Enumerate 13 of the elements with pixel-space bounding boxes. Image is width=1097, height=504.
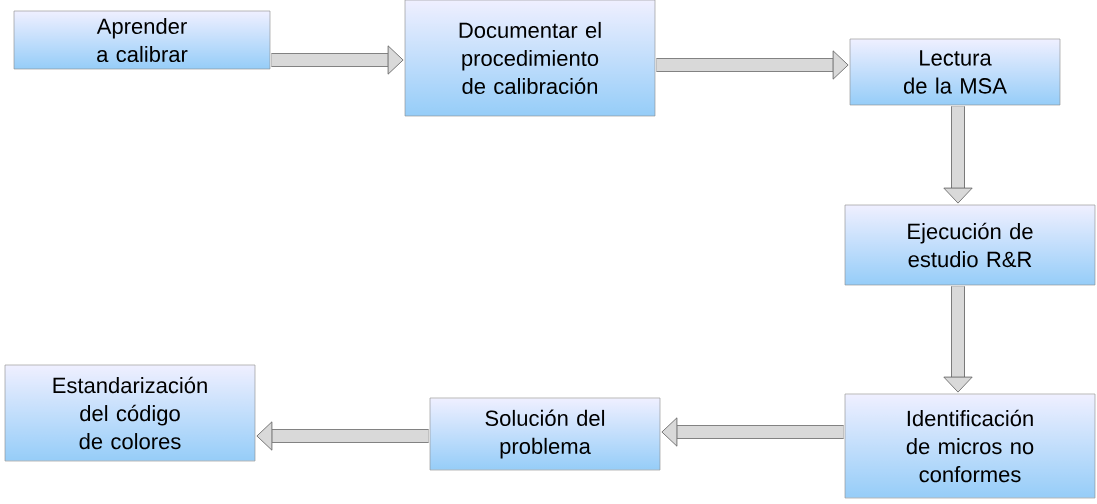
process-box: Estandarización del código de colores [4, 364, 256, 462]
process-box: Solución del problema [429, 397, 661, 471]
block-arrow [256, 421, 429, 451]
process-box: Lectura de la MSA [849, 38, 1061, 106]
block-arrow [943, 286, 973, 393]
process-box: Ejecución de estudio R&R [844, 204, 1096, 286]
process-box: Identificación de micros no conformes [844, 393, 1096, 499]
process-box: Aprender a calibrar [13, 10, 271, 70]
block-arrow [661, 417, 844, 447]
block-arrow [656, 50, 849, 80]
process-box: Documentar el procedimiento de calibración [404, 0, 656, 117]
block-arrow [943, 106, 973, 204]
block-arrow [271, 45, 404, 75]
